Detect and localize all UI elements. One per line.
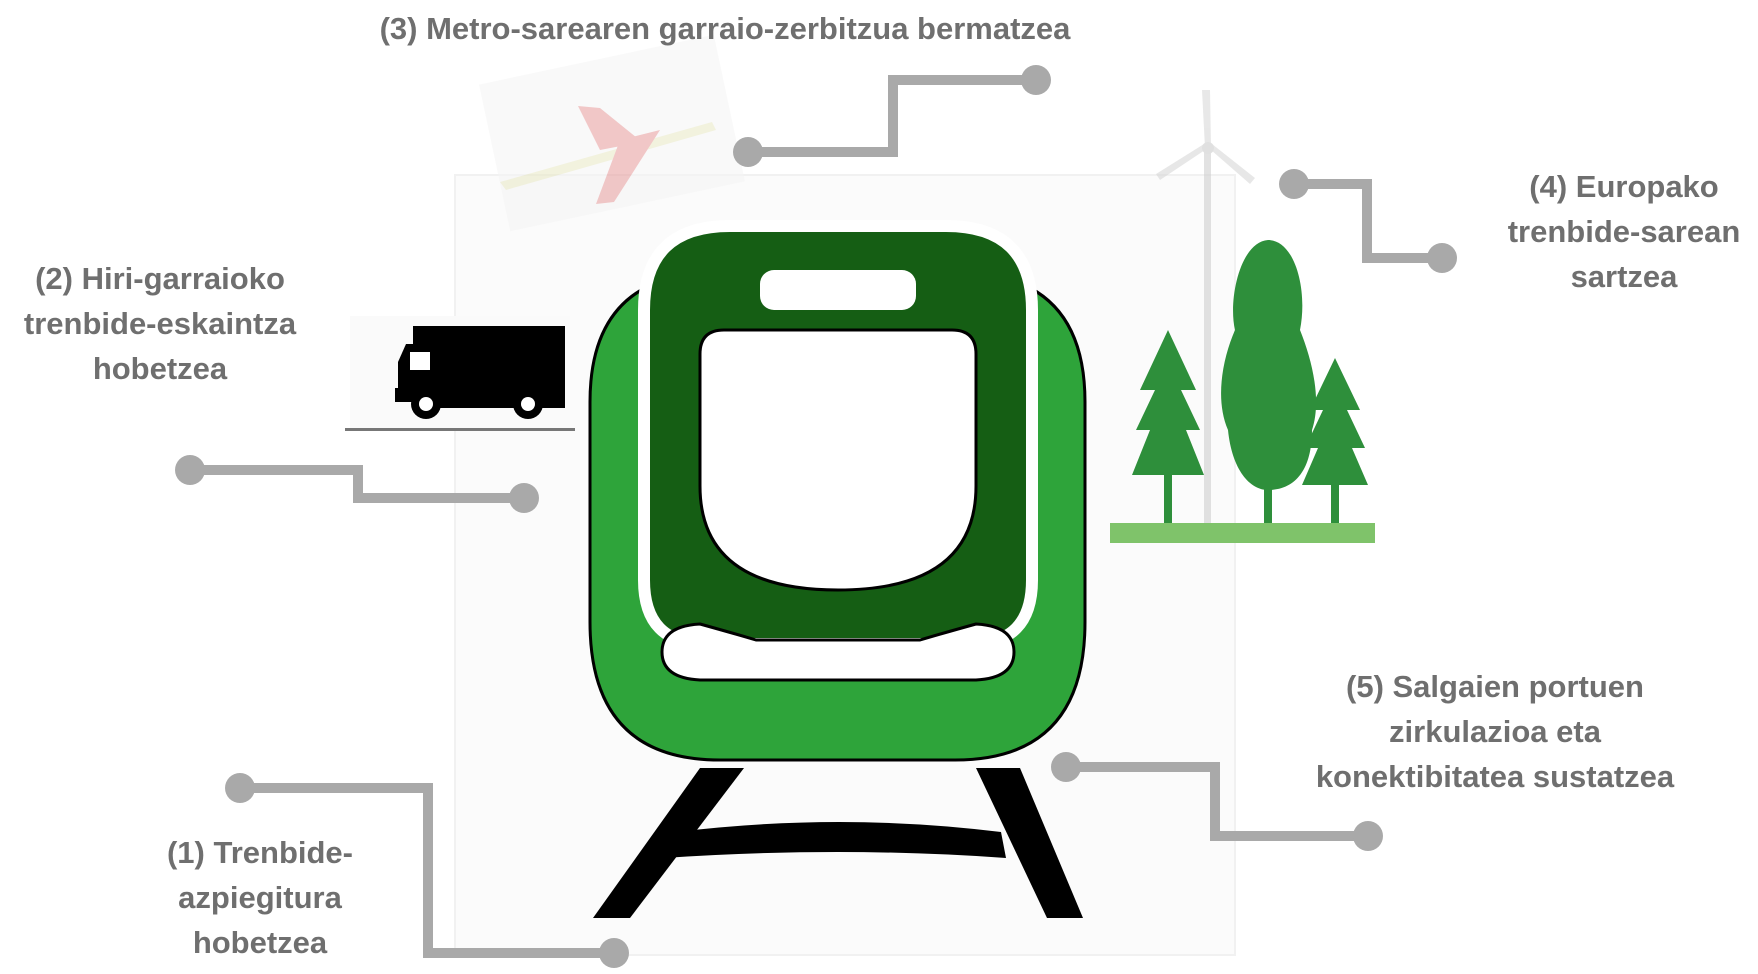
objective-5-line-2: zirkulazioa eta [1389, 714, 1601, 749]
objective-4-line-2: trenbide-sarean [1507, 214, 1741, 249]
nature-group [1110, 90, 1375, 543]
objective-label-5: (5) Salgaien portuen zirkulazioa eta kon… [1270, 664, 1720, 799]
objective-2-line-2: trenbide-eskaintza [23, 306, 297, 341]
objective-5-line-1: (5) Salgaien portuen [1346, 669, 1644, 704]
objective-3-line-1: (3) Metro-sarearen garraio-zerbitzua ber… [379, 11, 1071, 46]
objective-label-2: (2) Hiri-garraioko trenbide-eskaintza ho… [0, 256, 320, 391]
objective-1-line-1: (1) Trenbide- [166, 835, 353, 870]
rails [593, 768, 1083, 918]
airplane-icon [479, 34, 745, 232]
train-icon [588, 220, 1087, 762]
objective-2-line-1: (2) Hiri-garraioko [35, 261, 285, 296]
objective-4-line-3: sartzea [1570, 259, 1678, 294]
objective-1-line-2: azpiegitura [178, 880, 342, 915]
tree-icon [1132, 240, 1368, 530]
wind-turbine-icon [1156, 90, 1255, 525]
connector-3 [733, 65, 1051, 167]
objective-4-line-1: (4) Europako [1529, 169, 1719, 204]
objective-2-line-3: hobetzea [92, 351, 228, 386]
truck-icon [345, 316, 575, 431]
objective-5-line-3: konektibitatea sustatzea [1315, 759, 1675, 794]
connector-4 [1279, 169, 1457, 273]
objective-1-line-3: hobetzea [192, 925, 328, 960]
objective-label-3: (3) Metro-sarearen garraio-zerbitzua ber… [330, 6, 1120, 51]
connector-5 [1051, 752, 1383, 851]
grass-strip [1110, 523, 1375, 543]
connector-2 [175, 455, 539, 513]
objective-label-4: (4) Europako trenbide-sarean sartzea [1490, 164, 1758, 299]
objective-label-1: (1) Trenbide- azpiegitura hobetzea [140, 830, 380, 965]
connector-1 [225, 773, 629, 968]
